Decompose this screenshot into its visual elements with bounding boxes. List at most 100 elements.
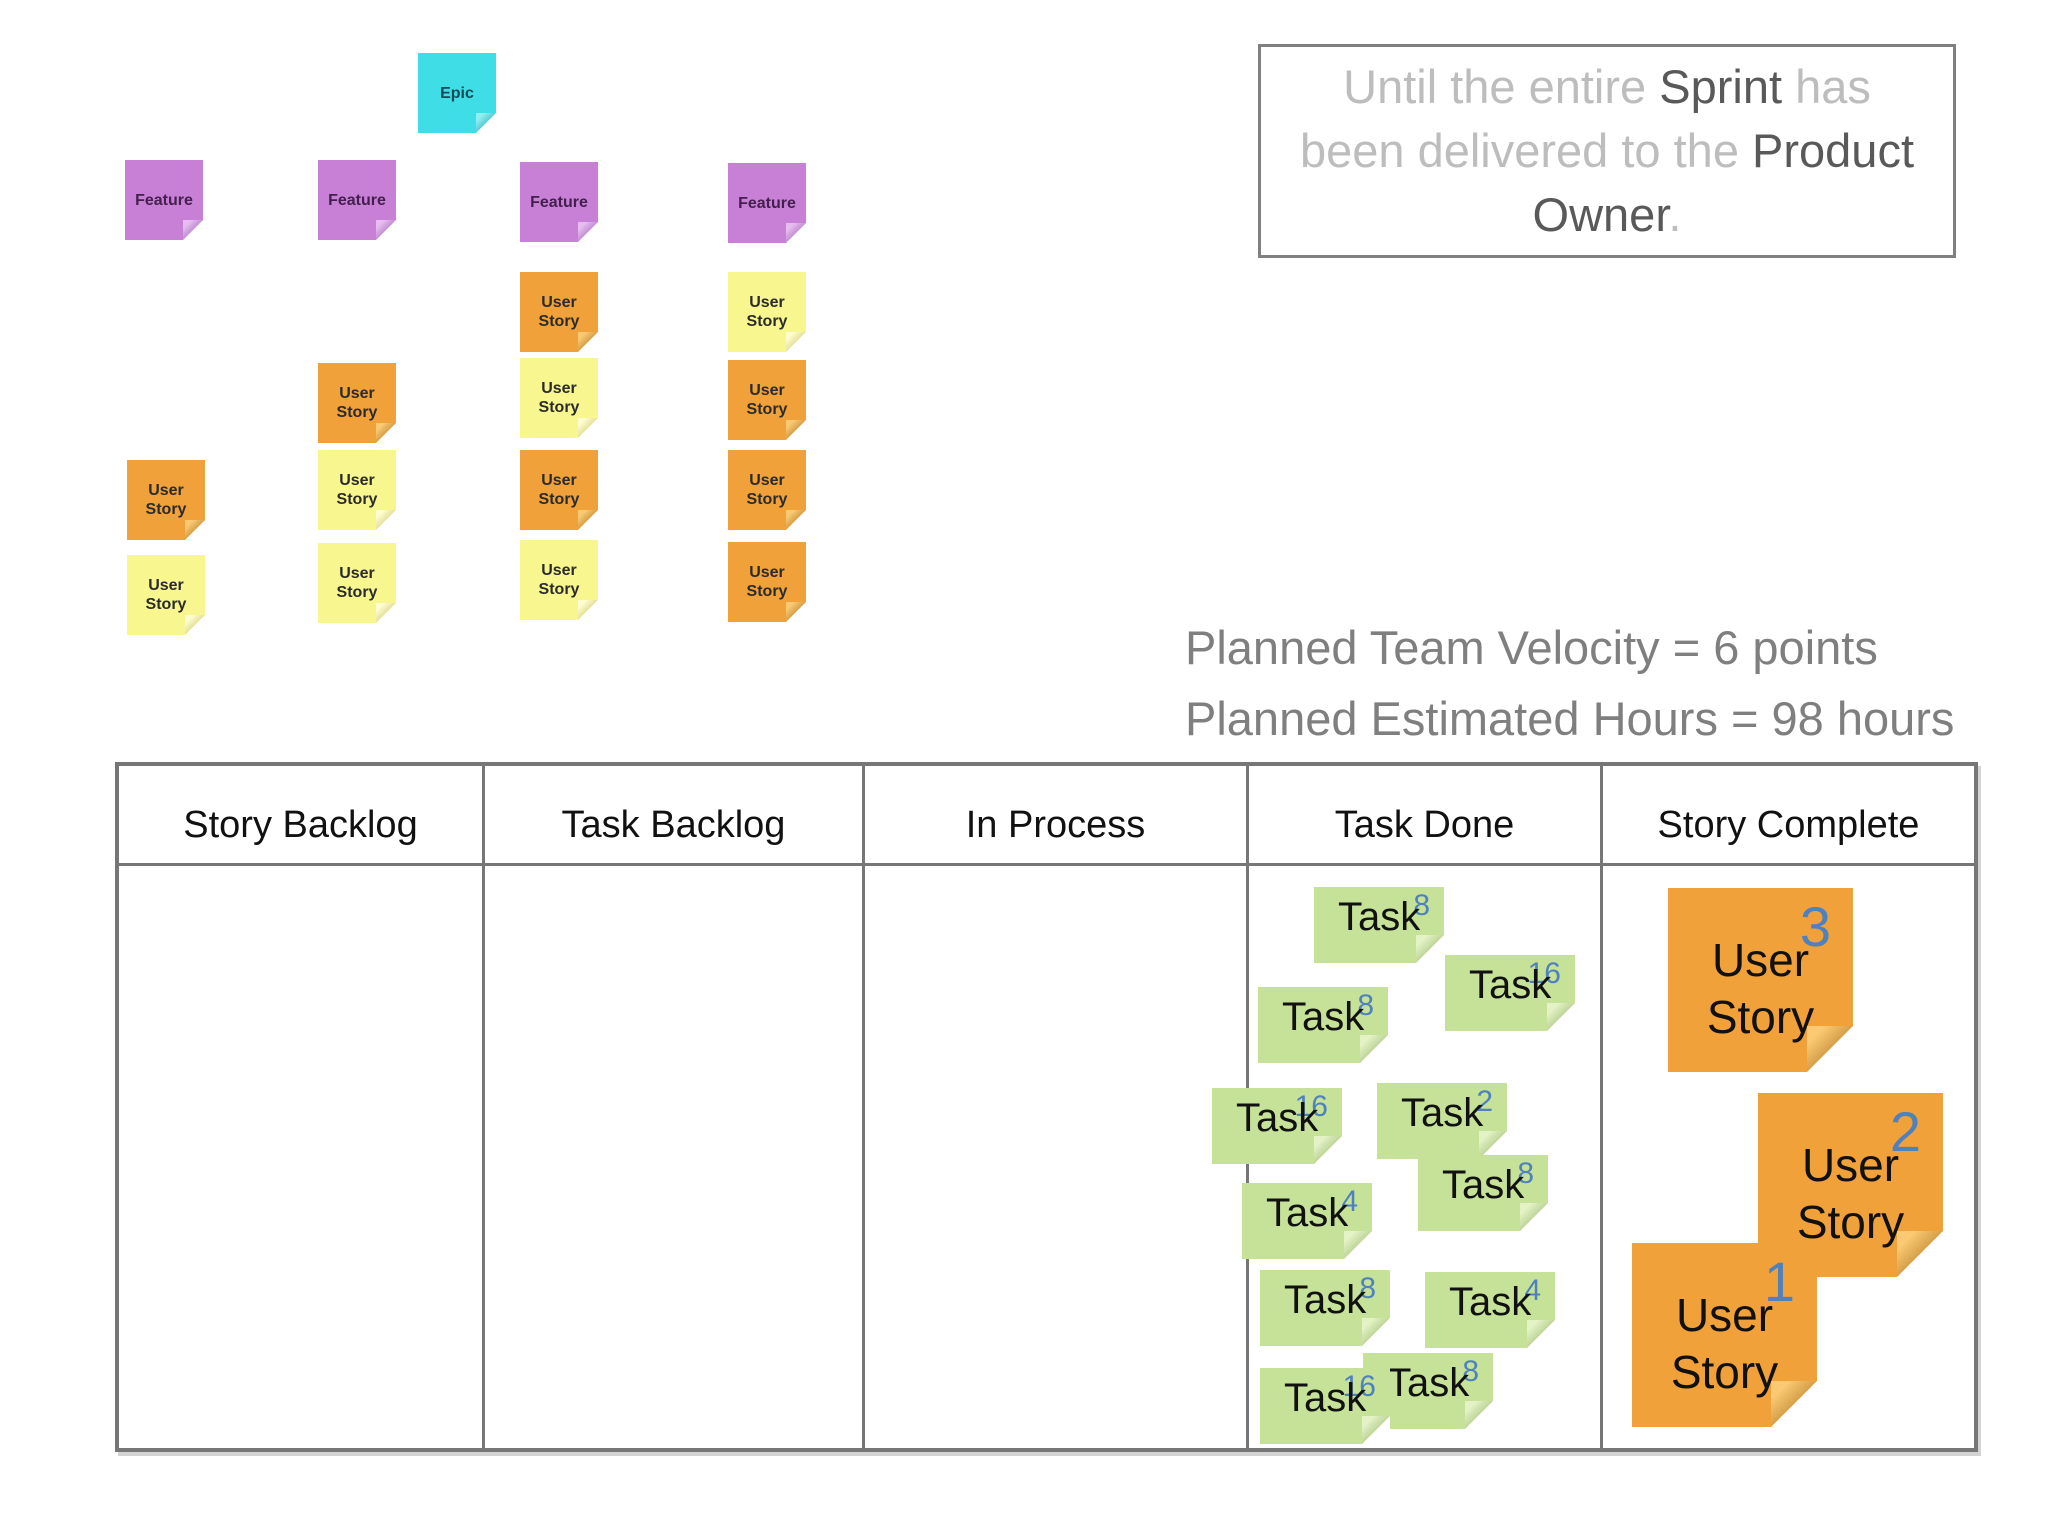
page-fold-icon [476, 113, 496, 133]
page-fold-icon [1807, 1026, 1853, 1072]
note-label: Task [1387, 1361, 1470, 1405]
note-label: User Story [1670, 1289, 1779, 1398]
note-label: Feature [738, 194, 796, 212]
note-label: User Story [538, 380, 580, 416]
note-label: User Story [746, 564, 788, 600]
task-hours-badge: 8 [1413, 889, 1430, 922]
task-hours-badge: 16 [1527, 957, 1561, 990]
callout-segment: . [1668, 188, 1682, 241]
callout-segment: has been delivered to the [1299, 60, 1871, 177]
page-fold-icon [1527, 1320, 1555, 1348]
page-fold-icon [1416, 935, 1444, 963]
user-story-note: User Story [728, 542, 806, 622]
page-fold-icon [1362, 1416, 1390, 1444]
note-label: Task [1282, 995, 1365, 1039]
board-column-story-backlog: Story Backlog [119, 766, 485, 1448]
note-label: Task [1236, 1096, 1319, 1140]
user-story-note: User Story [728, 272, 806, 352]
task-hours-badge: 8 [1462, 1355, 1479, 1388]
planning-line-velocity: Planned Team Velocity = 6 points [1185, 621, 1878, 674]
page-fold-icon [578, 332, 598, 352]
user-story-note: User Story [318, 543, 396, 623]
page-fold-icon [578, 222, 598, 242]
page-fold-icon [786, 602, 806, 622]
note-label: Task [1284, 1278, 1367, 1322]
task-hours-badge: 8 [1357, 989, 1374, 1022]
page-fold-icon [786, 420, 806, 440]
board-column-story-complete: Story Complete [1603, 766, 1974, 1448]
task-hours-badge: 2 [1476, 1085, 1493, 1118]
callout-segment: Product Owner [1532, 124, 1915, 241]
user-story-note: User Story [318, 363, 396, 443]
column-header-story-backlog: Story Backlog [119, 766, 482, 866]
page-fold-icon [376, 220, 396, 240]
column-header-task-backlog: Task Backlog [485, 766, 862, 866]
note-label: Task [1401, 1091, 1484, 1135]
note-label: User Story [538, 294, 580, 330]
page-fold-icon [578, 418, 598, 438]
task-hours-badge: 16 [1294, 1090, 1328, 1123]
note-label: User Story [746, 294, 788, 330]
feature-note: Feature [728, 163, 806, 243]
callout-segment: Sprint [1659, 60, 1783, 113]
note-label: Epic [440, 84, 474, 102]
column-header-story-complete: Story Complete [1603, 766, 1974, 866]
user-story-note: User Story [520, 540, 598, 620]
page-fold-icon [1314, 1136, 1342, 1164]
note-label: User Story [1796, 1139, 1905, 1248]
board-column-task-done: Task Done [1249, 766, 1603, 1448]
note-label: User Story [336, 565, 378, 601]
note-label: Task [1338, 895, 1421, 939]
callout-box: Until the entire Sprint has been deliver… [1258, 44, 1956, 258]
page-fold-icon [578, 510, 598, 530]
note-label: Task [1469, 963, 1552, 1007]
feature-note: Feature [520, 162, 598, 242]
user-story-note: User Story [127, 555, 205, 635]
user-story-note: User Story [520, 358, 598, 438]
task-hours-badge: 8 [1359, 1272, 1376, 1305]
page-fold-icon [1771, 1381, 1817, 1427]
page-fold-icon [185, 520, 205, 540]
page-fold-icon [183, 220, 203, 240]
note-label: Task [1442, 1163, 1525, 1207]
story-points-badge: 2 [1889, 1100, 1921, 1163]
task-hours-badge: 4 [1524, 1274, 1541, 1307]
note-label: Feature [530, 193, 588, 211]
note-label: User Story [145, 577, 187, 613]
page-fold-icon [185, 615, 205, 635]
user-story-note: User Story [728, 360, 806, 440]
task-hours-badge: 4 [1341, 1185, 1358, 1218]
page-fold-icon [1465, 1401, 1493, 1429]
note-label: User Story [336, 472, 378, 508]
page-fold-icon [1362, 1318, 1390, 1346]
column-header-in-process: In Process [865, 766, 1246, 866]
note-label: User Story [145, 482, 187, 518]
task-hours-badge: 16 [1342, 1370, 1376, 1403]
column-header-task-done: Task Done [1249, 766, 1600, 866]
note-label: User Story [746, 472, 788, 508]
note-label: User Story [746, 382, 788, 418]
board-column-task-backlog: Task Backlog [485, 766, 865, 1448]
callout-text: Until the entire Sprint has been deliver… [1287, 55, 1927, 247]
page-fold-icon [578, 600, 598, 620]
feature-note: Feature [125, 160, 203, 240]
user-story-note: User Story [318, 450, 396, 530]
task-hours-badge: 8 [1517, 1157, 1534, 1190]
user-story-note: User Story [520, 272, 598, 352]
note-label: Task [1284, 1376, 1367, 1420]
page-fold-icon [786, 223, 806, 243]
user-story-note: User Story [520, 450, 598, 530]
